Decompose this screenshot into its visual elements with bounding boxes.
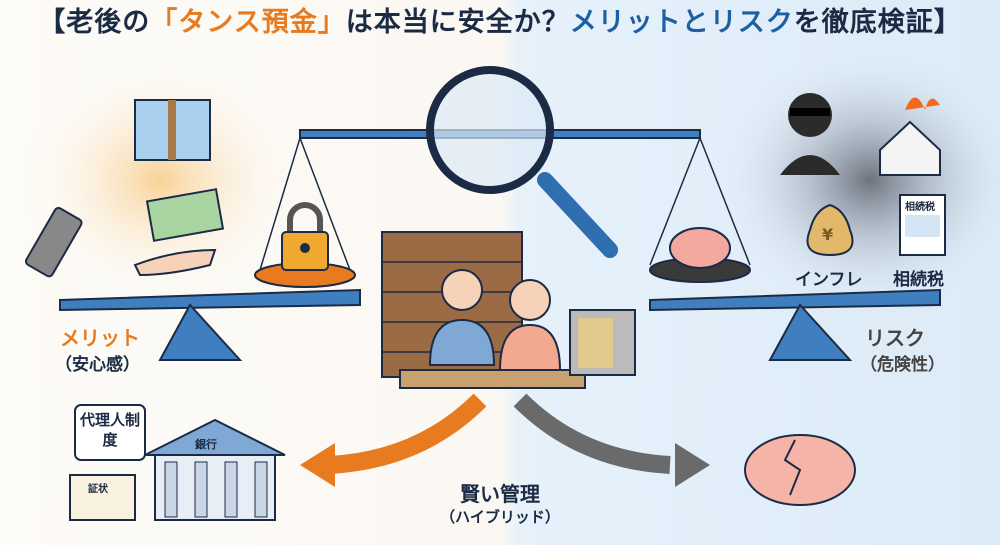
money-bag-icon: [806, 203, 854, 257]
tax-document-header: 相続税: [905, 202, 935, 213]
proxy-system-label: 代理人制度: [80, 411, 141, 449]
bank-icon: [144, 418, 286, 521]
title-highlight: メリットとリスク: [569, 7, 794, 38]
risk-label: リスク: [865, 326, 925, 350]
title-part: 【老後の: [38, 7, 151, 38]
magnifier-icon: [426, 66, 618, 258]
hybrid-label: （ハイブリッド）: [440, 508, 560, 526]
yen-symbol: ¥: [822, 225, 834, 244]
table: [399, 369, 586, 389]
arrow-left-icon: [329, 393, 487, 474]
title-highlight: 「タンス預金」: [150, 7, 346, 38]
merit-label: メリット: [60, 326, 140, 350]
certificate-label: 証状: [88, 484, 108, 495]
scale-strings: [259, 137, 751, 271]
title-part: を徹底検証】: [793, 7, 962, 38]
safe-icon: [569, 309, 636, 376]
broken-piggy-icon: [744, 434, 856, 506]
title-part: は本当に安全か？: [345, 7, 570, 38]
elderly-couple-icon: [428, 269, 562, 371]
piggy-bank-icon: [669, 227, 731, 269]
bank-label: 銀行: [195, 438, 217, 451]
cash-icon: [145, 188, 225, 242]
thief-icon: [780, 93, 840, 175]
burning-house-icon: [879, 97, 941, 176]
glow-background: [20, 60, 300, 300]
flashlight-icon: [24, 206, 83, 278]
inflation-label: インフレ: [795, 270, 863, 290]
inheritance-tax-label: 相続税: [893, 270, 944, 290]
certificate-icon: [69, 474, 136, 521]
smart-management-label: 賢い管理: [460, 482, 540, 506]
scale: [59, 129, 941, 361]
hand-icon: [133, 248, 217, 277]
arrow-right-icon: [513, 393, 671, 474]
merit-sub-label: （安心感）: [55, 355, 140, 375]
page-title: 【老後の「タンス預金」は本当に安全か？メリットとリスクを徹底検証】: [0, 0, 1000, 39]
risk-sub-label: （危険性）: [860, 355, 945, 375]
padlock-icon: [281, 202, 329, 271]
speech-bubble: [74, 404, 146, 461]
tax-document-icon: [899, 194, 946, 256]
